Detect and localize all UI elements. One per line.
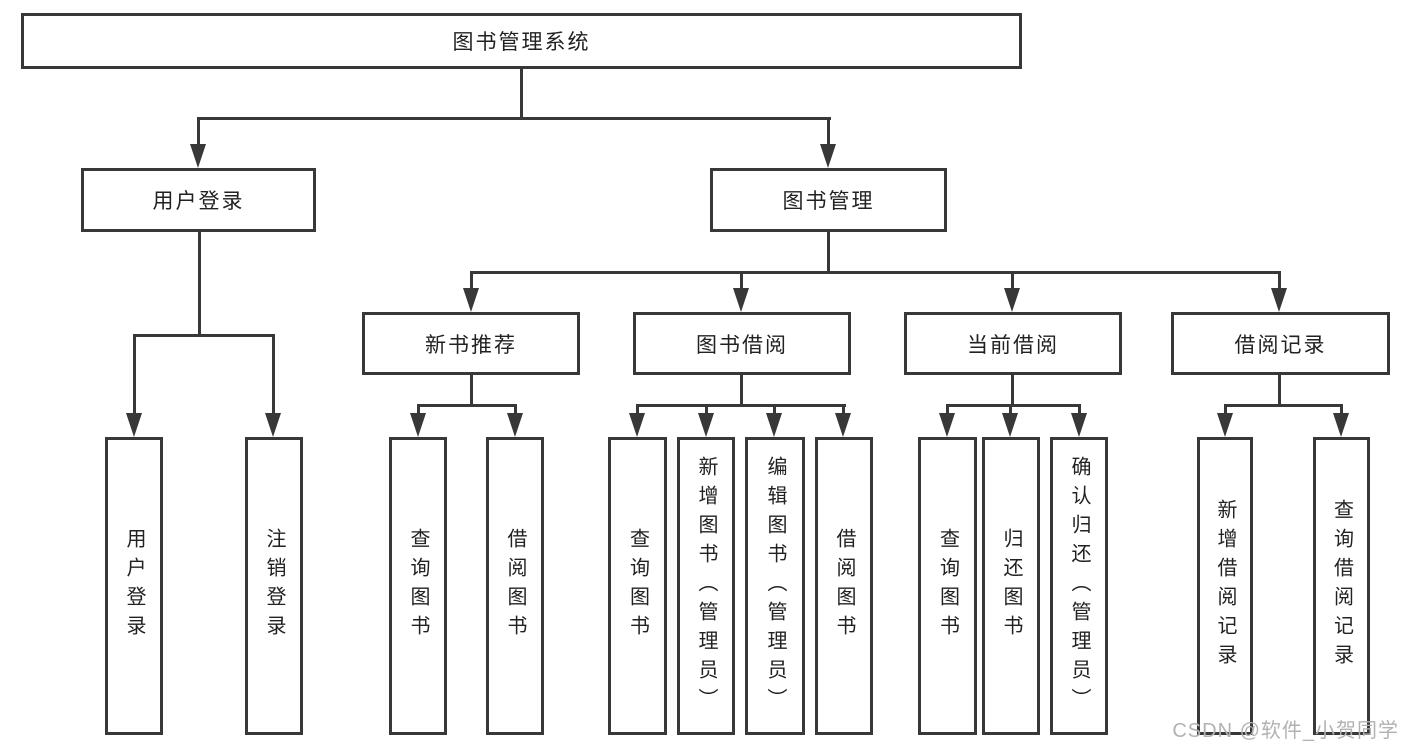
- connector-stem-user-login: [197, 119, 200, 149]
- leaf-confirm-return-admin: 确认归还（管理员）: [1050, 437, 1108, 735]
- node-borrow-records: 借阅记录: [1171, 312, 1390, 375]
- connector-stem-book-management: [827, 119, 830, 149]
- arrow-down-icon: [190, 144, 206, 168]
- connector-new-book-bar: [417, 404, 517, 407]
- arrow-down-icon: [698, 413, 714, 437]
- leaf-label: 编辑图书（管理员）: [764, 455, 786, 717]
- connector-stem-book-borrow: [740, 273, 743, 291]
- leaf-label: 用户登录: [123, 528, 145, 644]
- connector-stem-borrow-records: [1278, 273, 1281, 291]
- node-label: 图书管理: [782, 190, 875, 213]
- connector-borrow-records-bar: [1224, 404, 1343, 407]
- node-book-management: 图书管理: [710, 168, 947, 232]
- leaf-return-books: 归还图书: [982, 437, 1040, 735]
- arrow-down-icon: [766, 413, 782, 437]
- leaf-borrow-books-recommend: 借阅图书: [486, 437, 544, 735]
- leaf-query-books-borrow: 查询图书: [608, 437, 667, 735]
- leaf-user-login: 用户登录: [105, 437, 163, 735]
- connector-book-borrow-stem: [740, 375, 743, 406]
- connector-user-login-bar: [133, 334, 275, 337]
- connector-stem: [773, 406, 776, 417]
- leaf-edit-books-admin: 编辑图书（管理员）: [745, 437, 805, 735]
- arrow-down-icon: [820, 144, 836, 168]
- node-label: 新书推荐: [425, 333, 517, 357]
- arrow-down-icon: [507, 413, 523, 437]
- connector-stem: [1340, 406, 1343, 417]
- arrow-down-icon: [1002, 413, 1018, 437]
- leaf-label: 新增图书（管理员）: [695, 455, 717, 717]
- connector-stem: [636, 406, 639, 417]
- node-label: 图书借阅: [696, 333, 788, 357]
- leaf-query-borrow-record: 查询借阅记录: [1313, 437, 1370, 735]
- connector-root-stem: [520, 68, 523, 118]
- arrow-down-icon: [1004, 288, 1020, 312]
- connector-current-borrow-bar: [946, 404, 1081, 407]
- leaf-borrow-books: 借阅图书: [815, 437, 873, 735]
- connector-stem-current-borrow: [1011, 273, 1014, 291]
- leaf-label: 归还图书: [1000, 528, 1022, 644]
- connector-root-bar: [197, 117, 831, 120]
- connector-book-borrow-bar: [636, 404, 846, 407]
- leaf-label: 新增借阅记录: [1214, 499, 1236, 673]
- leaf-add-books-admin: 新增图书（管理员）: [677, 437, 735, 735]
- arrow-down-icon: [1217, 413, 1233, 437]
- connector-stem: [946, 406, 949, 417]
- arrow-down-icon: [126, 413, 142, 437]
- leaf-label: 查询图书: [936, 528, 959, 644]
- connector-stem-leaf-login: [133, 336, 136, 416]
- connector-book-management-bar: [470, 271, 1281, 274]
- connector-stem-new-book: [470, 273, 473, 291]
- connector-stem: [705, 406, 708, 417]
- connector-stem: [417, 406, 420, 417]
- csdn-watermark: CSDN @软件_小贺同学: [1172, 720, 1399, 742]
- connector-current-borrow-stem: [1011, 375, 1014, 406]
- connector-new-book-stem: [470, 375, 473, 406]
- node-label: 图书管理系统: [452, 31, 591, 54]
- arrow-down-icon: [463, 288, 479, 312]
- arrow-down-icon: [939, 413, 955, 437]
- connector-stem: [514, 406, 517, 417]
- leaf-label: 注销登录: [263, 528, 285, 644]
- connector-stem: [842, 406, 845, 417]
- node-label: 借阅记录: [1234, 333, 1327, 357]
- node-library-management-system: 图书管理系统: [21, 13, 1022, 69]
- leaf-label: 查询图书: [626, 528, 649, 644]
- leaf-label: 借阅图书: [504, 528, 526, 644]
- arrow-down-icon: [1271, 288, 1287, 312]
- leaf-label: 查询借阅记录: [1330, 499, 1353, 673]
- connector-stem: [1078, 406, 1081, 417]
- leaf-label: 借阅图书: [833, 528, 855, 644]
- node-label: 用户登录: [152, 190, 245, 213]
- arrow-down-icon: [629, 413, 645, 437]
- connector-user-login-stem: [198, 232, 201, 336]
- connector-stem: [1009, 406, 1012, 417]
- connector-borrow-records-stem: [1278, 375, 1281, 406]
- arrow-down-icon: [1071, 413, 1087, 437]
- arrow-down-icon: [410, 413, 426, 437]
- leaf-query-books-recommend: 查询图书: [389, 437, 447, 735]
- node-book-borrow: 图书借阅: [633, 312, 851, 375]
- leaf-label: 确认归还（管理员）: [1068, 455, 1090, 717]
- leaf-add-borrow-record: 新增借阅记录: [1197, 437, 1253, 735]
- node-current-borrow: 当前借阅: [904, 312, 1122, 375]
- arrow-down-icon: [835, 413, 851, 437]
- connector-book-management-stem: [827, 232, 830, 273]
- node-new-book-recommend: 新书推荐: [362, 312, 580, 375]
- leaf-label: 查询图书: [407, 528, 429, 644]
- arrow-down-icon: [733, 288, 749, 312]
- arrow-down-icon: [1333, 413, 1349, 437]
- leaf-logout: 注销登录: [245, 437, 303, 735]
- connector-stem: [1224, 406, 1227, 417]
- leaf-query-books-current: 查询图书: [918, 437, 977, 735]
- node-label: 当前借阅: [967, 333, 1059, 357]
- node-user-login: 用户登录: [81, 168, 316, 232]
- connector-stem-leaf-logout: [272, 336, 275, 416]
- arrow-down-icon: [265, 413, 281, 437]
